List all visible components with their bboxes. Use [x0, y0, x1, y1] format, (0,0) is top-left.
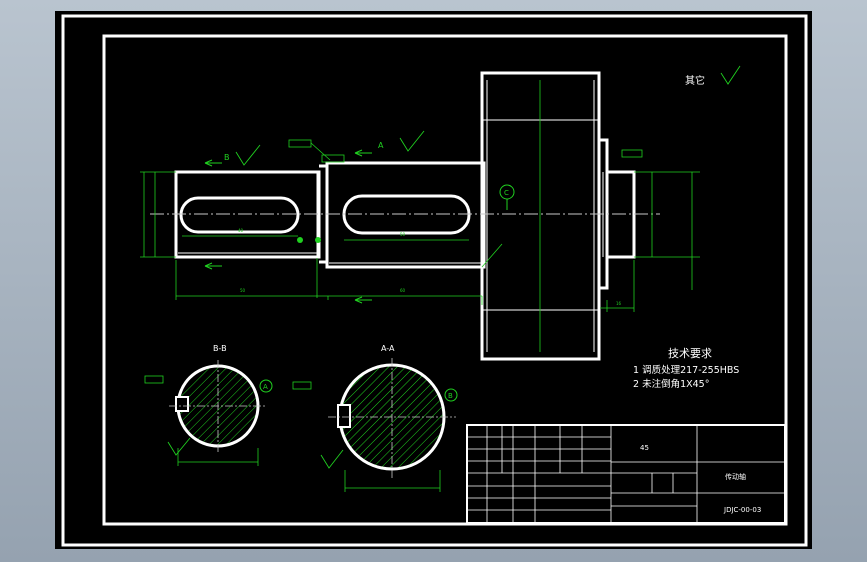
svg-text:60: 60: [400, 288, 406, 293]
shaft-large-body: [480, 71, 601, 361]
corner-note: 其它: [685, 74, 705, 87]
drawing-paper: [55, 11, 812, 549]
tech-req-item-2: 2 未注倒角1X45°: [633, 378, 709, 390]
svg-text:50: 50: [240, 288, 246, 293]
shaft-middle-segment: [325, 161, 486, 269]
tech-req-item-1: 1 调质处理217-255HBS: [633, 364, 739, 376]
section-bb-title: B-B: [213, 344, 227, 353]
svg-text:50: 50: [400, 232, 406, 237]
view-label-a: A: [378, 141, 384, 150]
title-block-material: 45: [640, 444, 649, 452]
shaft-step: [319, 164, 327, 264]
shaft-thin-lines: [178, 80, 604, 352]
datum-a-circle: [259, 379, 273, 393]
title-block-part-name: 传动轴: [725, 472, 746, 481]
roughness-symbols: [167, 65, 741, 469]
keyway-left: [179, 196, 300, 234]
datum-a-label: A: [263, 383, 268, 391]
datum-b-label: B: [448, 392, 453, 400]
dimension-values: 40 50 50 60 16: [238, 228, 622, 306]
section-bb: [169, 360, 267, 466]
title-block: 45 传动轴 JDJC-00-03: [466, 424, 786, 524]
inner-border: [102, 34, 788, 526]
svg-text:16: 16: [616, 301, 622, 306]
svg-text:40: 40: [238, 228, 244, 233]
section-aa: [328, 358, 456, 492]
section-arrows: [204, 149, 372, 304]
outer-border: [61, 14, 808, 547]
tolerance-frames: [144, 139, 643, 390]
section-aa-title: A-A: [381, 344, 395, 353]
tech-req-title: 技术要求: [668, 347, 712, 360]
datum-dot: [297, 237, 303, 243]
datum-c-label: C: [504, 189, 509, 197]
datum-b-circle: [444, 388, 458, 402]
dimension-lines: [140, 80, 700, 352]
title-block-drawing-no: JDJC-00-03: [723, 506, 761, 514]
datum-dot: [315, 237, 321, 243]
view-label-b: B: [224, 153, 230, 162]
